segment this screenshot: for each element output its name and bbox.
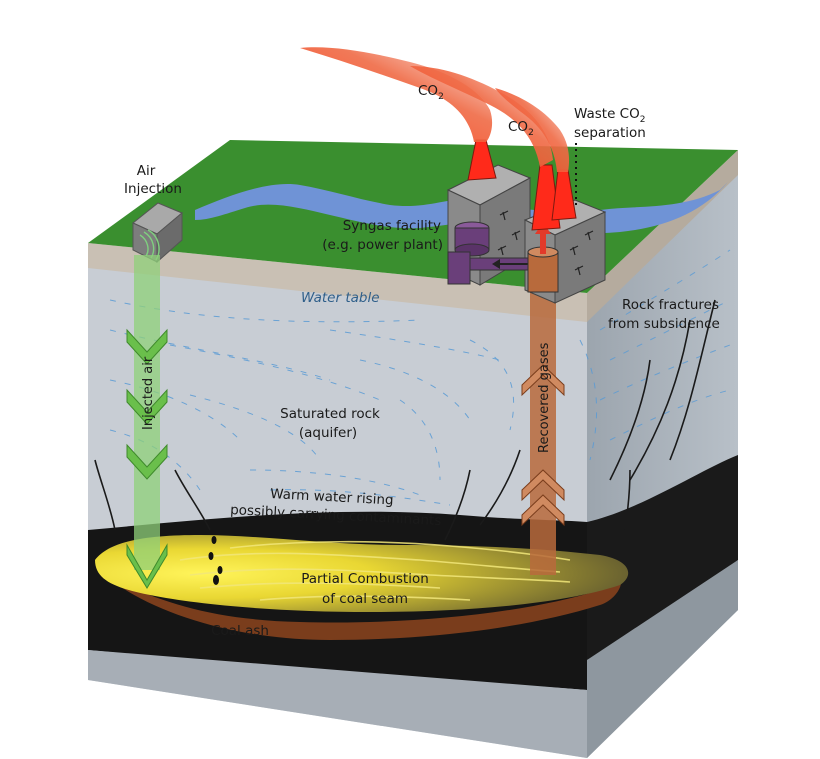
coal-seam-side (587, 455, 738, 660)
soil-layer-side (587, 150, 738, 322)
smoke-plumes (300, 47, 570, 172)
coal-seam-label: of coal seam (322, 591, 408, 607)
bedrock-front (88, 650, 587, 758)
bedrock-side (587, 560, 738, 758)
separation-label: separation (574, 125, 646, 141)
syngas-facility (446, 164, 607, 304)
aquifer-water-dashes-side (599, 249, 731, 441)
injected-air-pipe (126, 255, 168, 589)
warm-water-label: Warm water rising (270, 486, 394, 508)
air-injection-box (132, 202, 183, 264)
waste-co2-label: Waste CO2 (574, 106, 645, 125)
recovered-gases-label: Recovered gases (537, 342, 552, 453)
injected-air-label: Injected air (141, 356, 156, 430)
water-table-label: Water table (301, 290, 380, 306)
recovered-gases-pipe (521, 290, 565, 575)
contaminant-droplets (208, 536, 223, 585)
soil-layer (88, 243, 587, 322)
rock-fractures-label: Rock fractures (622, 297, 719, 313)
coal-ash-zone (98, 570, 622, 640)
co2-label-left: CO2 (418, 83, 444, 102)
saturated-rock-label: Saturated rock (280, 406, 380, 422)
co2-label-right: CO2 (508, 119, 534, 138)
subsidence-label: from subsidence (608, 316, 720, 332)
partial-combustion-label: Partial Combustion (301, 571, 429, 587)
syngas-facility-label: Syngas facility (343, 218, 441, 234)
aquifer-label: (aquifer) (299, 425, 357, 441)
rock-fractures (94, 299, 716, 541)
air-label: Air (137, 163, 156, 179)
injection-label: Injection (124, 181, 182, 197)
power-plant-label: (e.g. power plant) (322, 237, 443, 253)
coal-ash-label: Coal ash (211, 623, 269, 639)
